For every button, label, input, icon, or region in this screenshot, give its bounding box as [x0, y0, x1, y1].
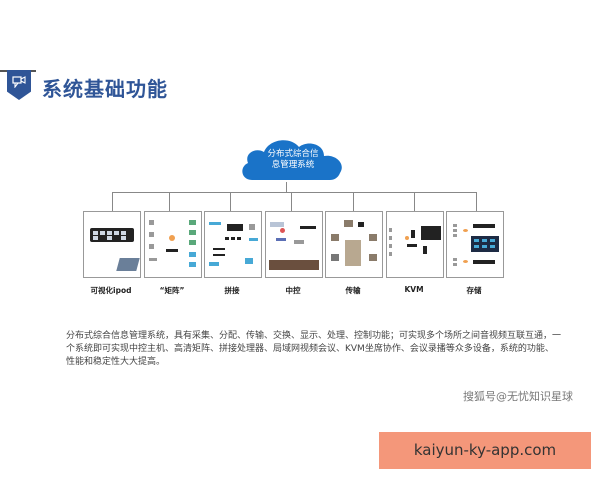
connector-drop [353, 192, 354, 211]
description-paragraph: 分布式综合信息管理系统，具有采集、分配、传输、交换、显示、处理、控制功能；可实现… [66, 331, 562, 367]
cloud-icon [242, 140, 342, 180]
module-label: 传输 [345, 286, 361, 295]
cloud-label-line1: 分布式综合信 [267, 149, 319, 159]
cloud-label-line2: 息管理系统 [271, 160, 315, 170]
connector-drop [291, 192, 292, 211]
module-label: 拼接 [224, 286, 240, 295]
module-thumbnail-storage [446, 211, 504, 278]
bookmark-badge [7, 70, 31, 100]
video-chat-icon [12, 76, 26, 88]
module-label: 存储 [466, 286, 482, 295]
module-thumbnail-kvm [386, 211, 444, 278]
page-title: 系统基础功能 [42, 77, 168, 101]
module-label: 中控 [285, 286, 301, 295]
module-label: “矩阵” [159, 286, 185, 295]
connector-drop [112, 192, 113, 211]
watermark-text: 搜狐号@无忧知识星球 [463, 390, 573, 403]
module-label: 可视化ipod [90, 286, 132, 295]
module-thumbnail-transmission [325, 211, 383, 278]
url-banner: kaiyun-ky-app.com [379, 432, 591, 469]
connector-drop [476, 192, 477, 211]
banner-text: kaiyun-ky-app.com [413, 441, 557, 459]
connector-drop [169, 192, 170, 211]
connector-drop [414, 192, 415, 211]
connector-bus [112, 192, 477, 193]
module-label: KVM [404, 285, 424, 294]
module-thumbnail-matrix [144, 211, 202, 278]
connector-trunk [286, 182, 287, 192]
cloud-node: 分布式综合信 息管理系统 [238, 134, 348, 182]
module-thumbnail-splicing [204, 211, 262, 278]
module-thumbnail-visual-ipod [83, 211, 141, 278]
module-thumbnail-central-control [265, 211, 323, 278]
connector-drop [230, 192, 231, 211]
